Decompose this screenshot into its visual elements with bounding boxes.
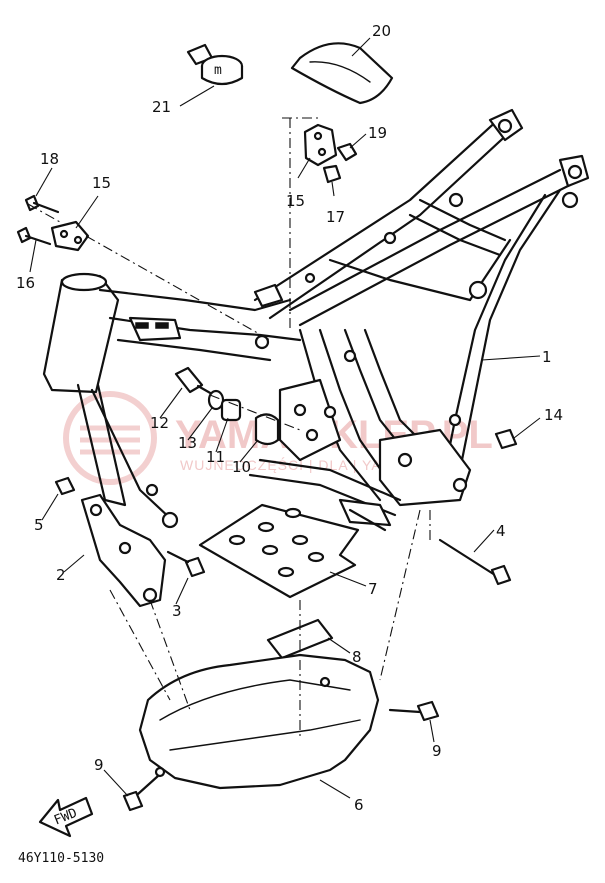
part-9-left-bolt bbox=[122, 790, 144, 812]
leader-lines bbox=[29, 37, 541, 799]
part-12-bolt bbox=[174, 366, 204, 394]
part-18-bolt bbox=[24, 194, 40, 212]
part-10-bushing bbox=[254, 413, 280, 446]
svg-text:m: m bbox=[214, 63, 222, 78]
frame-main bbox=[42, 108, 590, 532]
part-17-nut bbox=[322, 164, 342, 184]
callout-8: 8 bbox=[352, 648, 362, 666]
callout-4: 4 bbox=[496, 522, 506, 540]
callout-21: 21 bbox=[152, 98, 171, 116]
part-6-skid-plate bbox=[122, 653, 440, 812]
callout-10: 10 bbox=[232, 458, 251, 476]
callout-12: 12 bbox=[150, 414, 169, 432]
head-pipe-top bbox=[60, 272, 108, 292]
callout-9-right: 9 bbox=[432, 742, 442, 760]
callout-20: 20 bbox=[372, 22, 391, 40]
callout-15-left: 15 bbox=[92, 174, 111, 192]
part-4-bolt bbox=[438, 538, 512, 586]
part-15-left-bracket bbox=[16, 194, 90, 252]
part-2-bracket bbox=[54, 476, 206, 608]
callout-1: 1 bbox=[542, 348, 552, 366]
callout-6: 6 bbox=[354, 796, 364, 814]
callouts: 1 2 3 4 5 6 7 8 9 9 10 11 12 13 14 15 15… bbox=[16, 22, 563, 814]
callout-2: 2 bbox=[56, 566, 66, 584]
part-19-nut bbox=[336, 142, 358, 162]
callout-17: 17 bbox=[326, 208, 345, 226]
callout-14: 14 bbox=[544, 406, 563, 424]
part-7-plate bbox=[198, 503, 360, 599]
part-16-bolt bbox=[16, 226, 32, 244]
callout-19: 19 bbox=[368, 124, 387, 142]
callout-7: 7 bbox=[368, 580, 378, 598]
callout-3: 3 bbox=[172, 602, 182, 620]
callout-13: 13 bbox=[178, 434, 197, 452]
callout-9-left: 9 bbox=[94, 756, 104, 774]
fwd-arrow-icon: FWD bbox=[38, 796, 94, 838]
part-5-nut bbox=[54, 476, 76, 496]
diagram-code: 46Y110-5130 bbox=[18, 851, 104, 866]
callout-5: 5 bbox=[34, 516, 44, 534]
head-pipe bbox=[42, 274, 120, 394]
part-14-nut bbox=[494, 428, 518, 450]
part-21-cap: m bbox=[186, 43, 244, 86]
callout-16: 16 bbox=[16, 274, 35, 292]
part-15-top-bracket bbox=[303, 123, 358, 184]
part-20-pad bbox=[290, 42, 394, 105]
assembly-lines bbox=[27, 117, 431, 740]
callout-18: 18 bbox=[40, 150, 59, 168]
part-9-right-bolt bbox=[416, 700, 440, 722]
callout-15-top: 15 bbox=[286, 192, 305, 210]
part-8-pad bbox=[266, 618, 334, 660]
part-3-bolt bbox=[184, 556, 206, 578]
watermark-logo-icon bbox=[63, 391, 157, 485]
callout-11: 11 bbox=[206, 448, 225, 466]
